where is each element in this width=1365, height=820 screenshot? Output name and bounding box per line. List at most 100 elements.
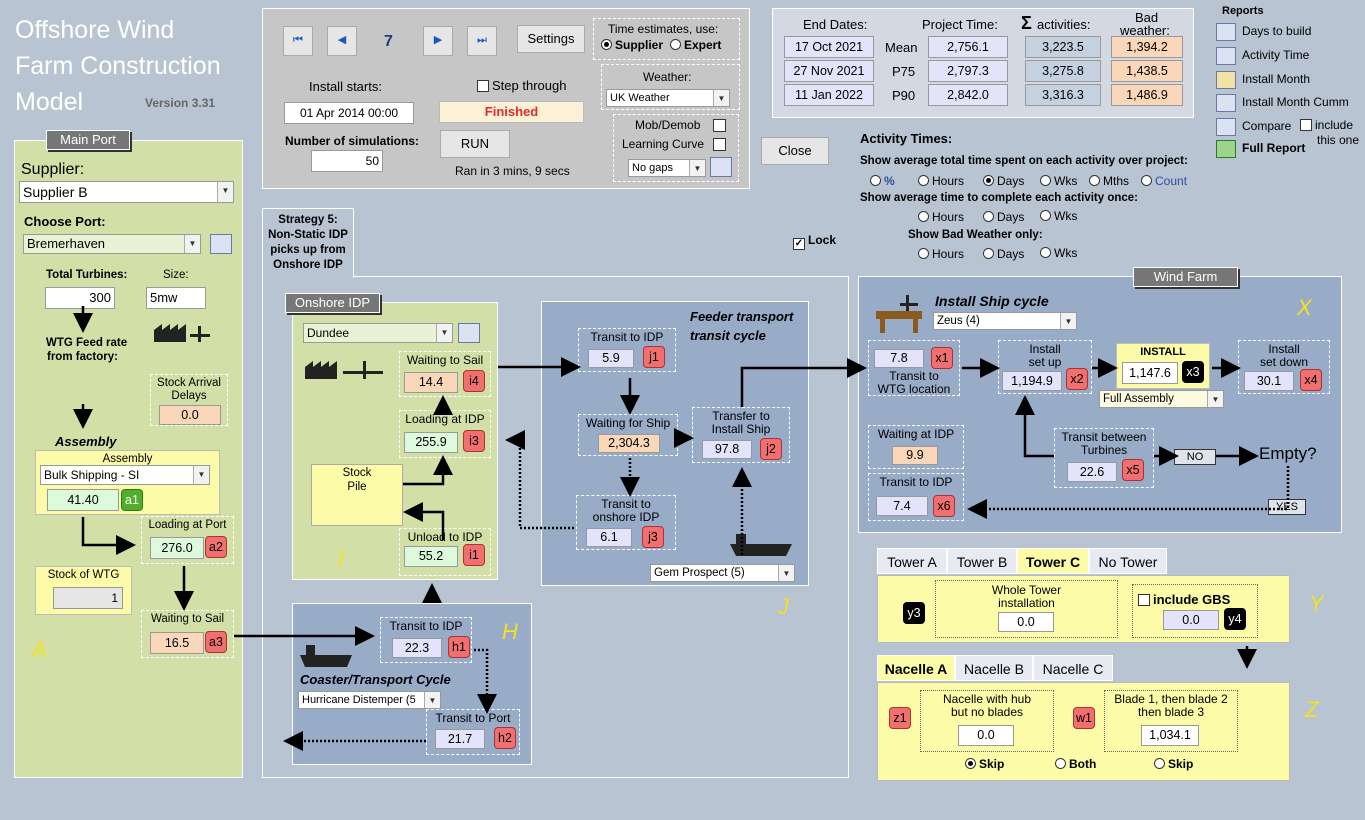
strategy-tab [262,208,354,278]
wks-radio-2[interactable]: Wks [1040,209,1077,223]
run-button[interactable]: RUN [440,130,510,158]
j1-badge: j1 [643,346,665,368]
settings-button[interactable]: Settings [517,25,585,53]
gaps-dropdown[interactable]: No gaps▼ [628,159,706,177]
nav-first-button[interactable]: ⏮ [283,26,313,56]
skip-radio-2[interactable]: Skip [1154,757,1193,771]
install-month-report[interactable]: Install Month [1216,70,1310,92]
blade-label-2: then blade 3 [1137,705,1205,719]
num-sims-input[interactable]: 50 [311,150,383,172]
onshore-port-dropdown[interactable]: Dundee▼ [303,323,453,343]
wks-radio-3[interactable]: Wks [1040,246,1077,260]
activity-time-report[interactable]: Activity Time [1216,46,1309,68]
tab-tower-b[interactable]: Tower B [947,548,1017,574]
learning-curve-checkbox[interactable] [713,138,726,151]
supplier-radio[interactable]: Supplier [601,38,663,52]
wks-radio-1[interactable]: Wks [1040,174,1077,188]
feed-rate-label-1: WTG Feed rate [46,337,128,349]
include-gbs-checkbox[interactable]: include GBS [1138,592,1230,607]
include-checkbox[interactable]: include [1300,118,1353,132]
hours-radio-1[interactable]: Hours [918,174,964,188]
version-label: Version 3.31 [145,96,216,110]
j3-badge: j3 [642,526,664,548]
waiting-idp-label: Waiting at IDP [877,427,955,441]
install-starts-input[interactable]: 01 Apr 2014 00:00 [284,102,414,124]
mob-demob-checkbox[interactable] [713,119,726,132]
assembly-type-dropdown[interactable]: Full Assembly▼ [1099,390,1224,408]
days-radio-3[interactable]: Days [983,247,1024,261]
count-radio[interactable]: Count [1141,174,1187,188]
step-through-checkbox[interactable]: Step through [477,78,566,93]
chevron-down-icon: ▼ [713,90,729,106]
strategy-label-2: Non-Static IDP [268,229,348,241]
setdown-label-1: Install [1268,342,1300,356]
section-letter-z: Z [1305,697,1319,722]
stock-wtg-value: 1 [53,587,123,609]
learning-curve-label: Learning Curve [622,137,705,151]
time-estimates-label: Time estimates, use: [608,22,719,36]
p75-label: P75 [892,64,916,79]
feeder-ship-icon [730,530,794,558]
days-to-build-report[interactable]: Days to build [1216,22,1311,44]
nav-prev-button[interactable]: ◀ [327,26,357,56]
both-radio[interactable]: Both [1055,757,1096,771]
coaster-panel [292,603,532,765]
setdown-value: 30.1 [1244,371,1294,391]
port-details-icon[interactable] [210,234,232,254]
nav-next-button[interactable]: ▶ [423,26,453,56]
tab-nacelle-b[interactable]: Nacelle B [955,655,1033,681]
hours-radio-2[interactable]: Hours [918,210,964,224]
transit-wtg-value: 7.8 [874,349,924,368]
sigma-symbol: Σ [1021,13,1032,33]
compare-report[interactable]: Compare [1216,117,1291,139]
lock-checkbox[interactable]: ✓Lock [793,233,837,250]
between-label-2: Turbines [1080,443,1128,457]
mean-label: Mean [885,40,918,55]
full-report[interactable]: Full Report [1216,139,1305,161]
port-dropdown[interactable]: Bremerhaven▼ [23,234,201,254]
nav-last-button[interactable]: ⏭ [467,26,497,56]
install-month-cumm-report[interactable]: Install Month Cumm [1216,93,1349,115]
close-button[interactable]: Close [761,137,829,165]
empty-label: Empty? [1259,444,1317,463]
setup-label-1: Install [1029,342,1061,356]
chevron-down-icon: ▼ [193,466,209,484]
onshore-details-icon[interactable] [458,323,480,343]
blade-label-1: Blade 1, then blade 2 [1114,692,1228,706]
h2-badge: h2 [494,727,516,749]
size-input[interactable]: 5mw [146,287,206,309]
activity-q1: Show average total time spent on each ac… [860,155,1188,167]
feeder-transit-value: 5.9 [588,349,634,368]
transfer-label-2: Install Ship [711,422,771,436]
hours-radio-3[interactable]: Hours [918,247,964,261]
days-radio-2[interactable]: Days [983,210,1024,224]
wind-farm-header: Wind Farm [1133,267,1238,287]
tab-tower-c[interactable]: Tower C [1017,548,1089,574]
skip-radio[interactable]: Skip [965,757,1004,771]
days-radio-1[interactable]: Days [983,174,1024,188]
onshore-wts-value: 14.4 [404,372,458,393]
tab-nacelle-c[interactable]: Nacelle C [1033,655,1113,681]
expert-radio[interactable]: Expert [670,38,721,52]
weather-dropdown[interactable]: UK Weather▼ [606,89,730,107]
tab-no-tower[interactable]: No Tower [1089,548,1167,574]
tab-nacelle-a[interactable]: Nacelle A [877,655,955,681]
calendar-icon[interactable] [710,157,732,177]
install-ship-dropdown[interactable]: Zeus (4)▼ [933,312,1077,330]
assembly-dropdown[interactable]: Bulk Shipping - SI▼ [40,465,210,485]
total-turbines-input[interactable]: 300 [45,287,115,309]
factory-icon [303,355,387,381]
coaster-vessel-dropdown[interactable]: Hurricane Distemper (5▼ [298,691,441,709]
mths-radio[interactable]: Mths [1089,174,1129,188]
activities-mean: 3,223.5 [1025,36,1101,58]
feeder-vessel-dropdown[interactable]: Gem Prospect (5)▼ [650,564,795,582]
tab-tower-a[interactable]: Tower A [877,548,947,574]
project-time-p75: 2,797.3 [928,60,1008,82]
between-value: 22.6 [1067,462,1117,482]
pct-radio[interactable]: % [870,174,895,188]
loading-idp-value: 255.9 [404,432,458,453]
bad-weather-p90: 1,486.9 [1111,84,1183,106]
supplier-dropdown[interactable]: Supplier B▼ [19,181,234,203]
whole-tower-input[interactable]: 0.0 [998,612,1054,632]
waiting-to-sail-label: Waiting to Sail [150,613,225,625]
